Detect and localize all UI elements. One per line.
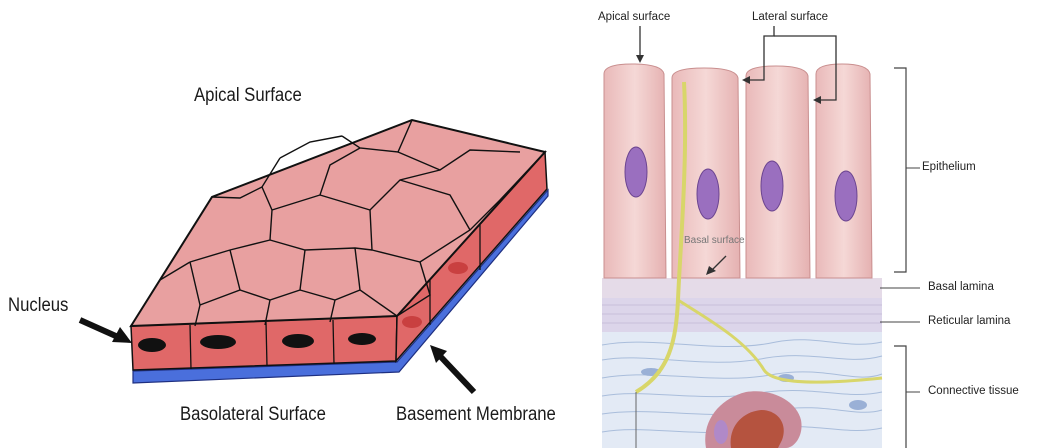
- reticular-lamina-label: Reticular lamina: [928, 316, 1010, 328]
- columnar-epithelium-illustration: [596, 0, 886, 448]
- nucleus: [448, 262, 468, 274]
- epithelial-sheet-illustration: [0, 0, 600, 448]
- vessel-cell: [714, 420, 728, 444]
- fibroblast-nucleus: [849, 400, 867, 410]
- nucleus: [402, 316, 422, 328]
- reticular-lamina-layer: [602, 298, 882, 332]
- apical-surface-label: Apical Surface: [194, 86, 302, 105]
- connective-tissue-bracket: [894, 346, 906, 448]
- apical-surface-label-right: Apical surface: [598, 12, 670, 24]
- epithelium-label: Epithelium: [922, 162, 976, 174]
- nucleus: [282, 334, 314, 348]
- basement-membrane-label: Basement Membrane: [396, 405, 556, 424]
- basal-lamina-layer: [602, 278, 882, 298]
- basal-lamina-label: Basal lamina: [928, 282, 994, 294]
- connective-tissue-label: Connective tissue: [928, 386, 1019, 398]
- basal-surface-label: Basal surface: [684, 236, 745, 246]
- nucleus: [138, 338, 166, 352]
- right-figure-brackets: [880, 0, 940, 448]
- basolateral-surface-label: Basolateral Surface: [180, 405, 326, 424]
- nucleus-arrow: [80, 320, 132, 343]
- epithelium-bracket: [894, 68, 906, 272]
- basement-membrane-arrow: [430, 345, 474, 392]
- nucleus: [348, 333, 376, 345]
- lateral-surface-label: Lateral surface: [752, 12, 828, 24]
- nucleus: [200, 335, 236, 349]
- nucleus-label: Nucleus: [8, 296, 68, 315]
